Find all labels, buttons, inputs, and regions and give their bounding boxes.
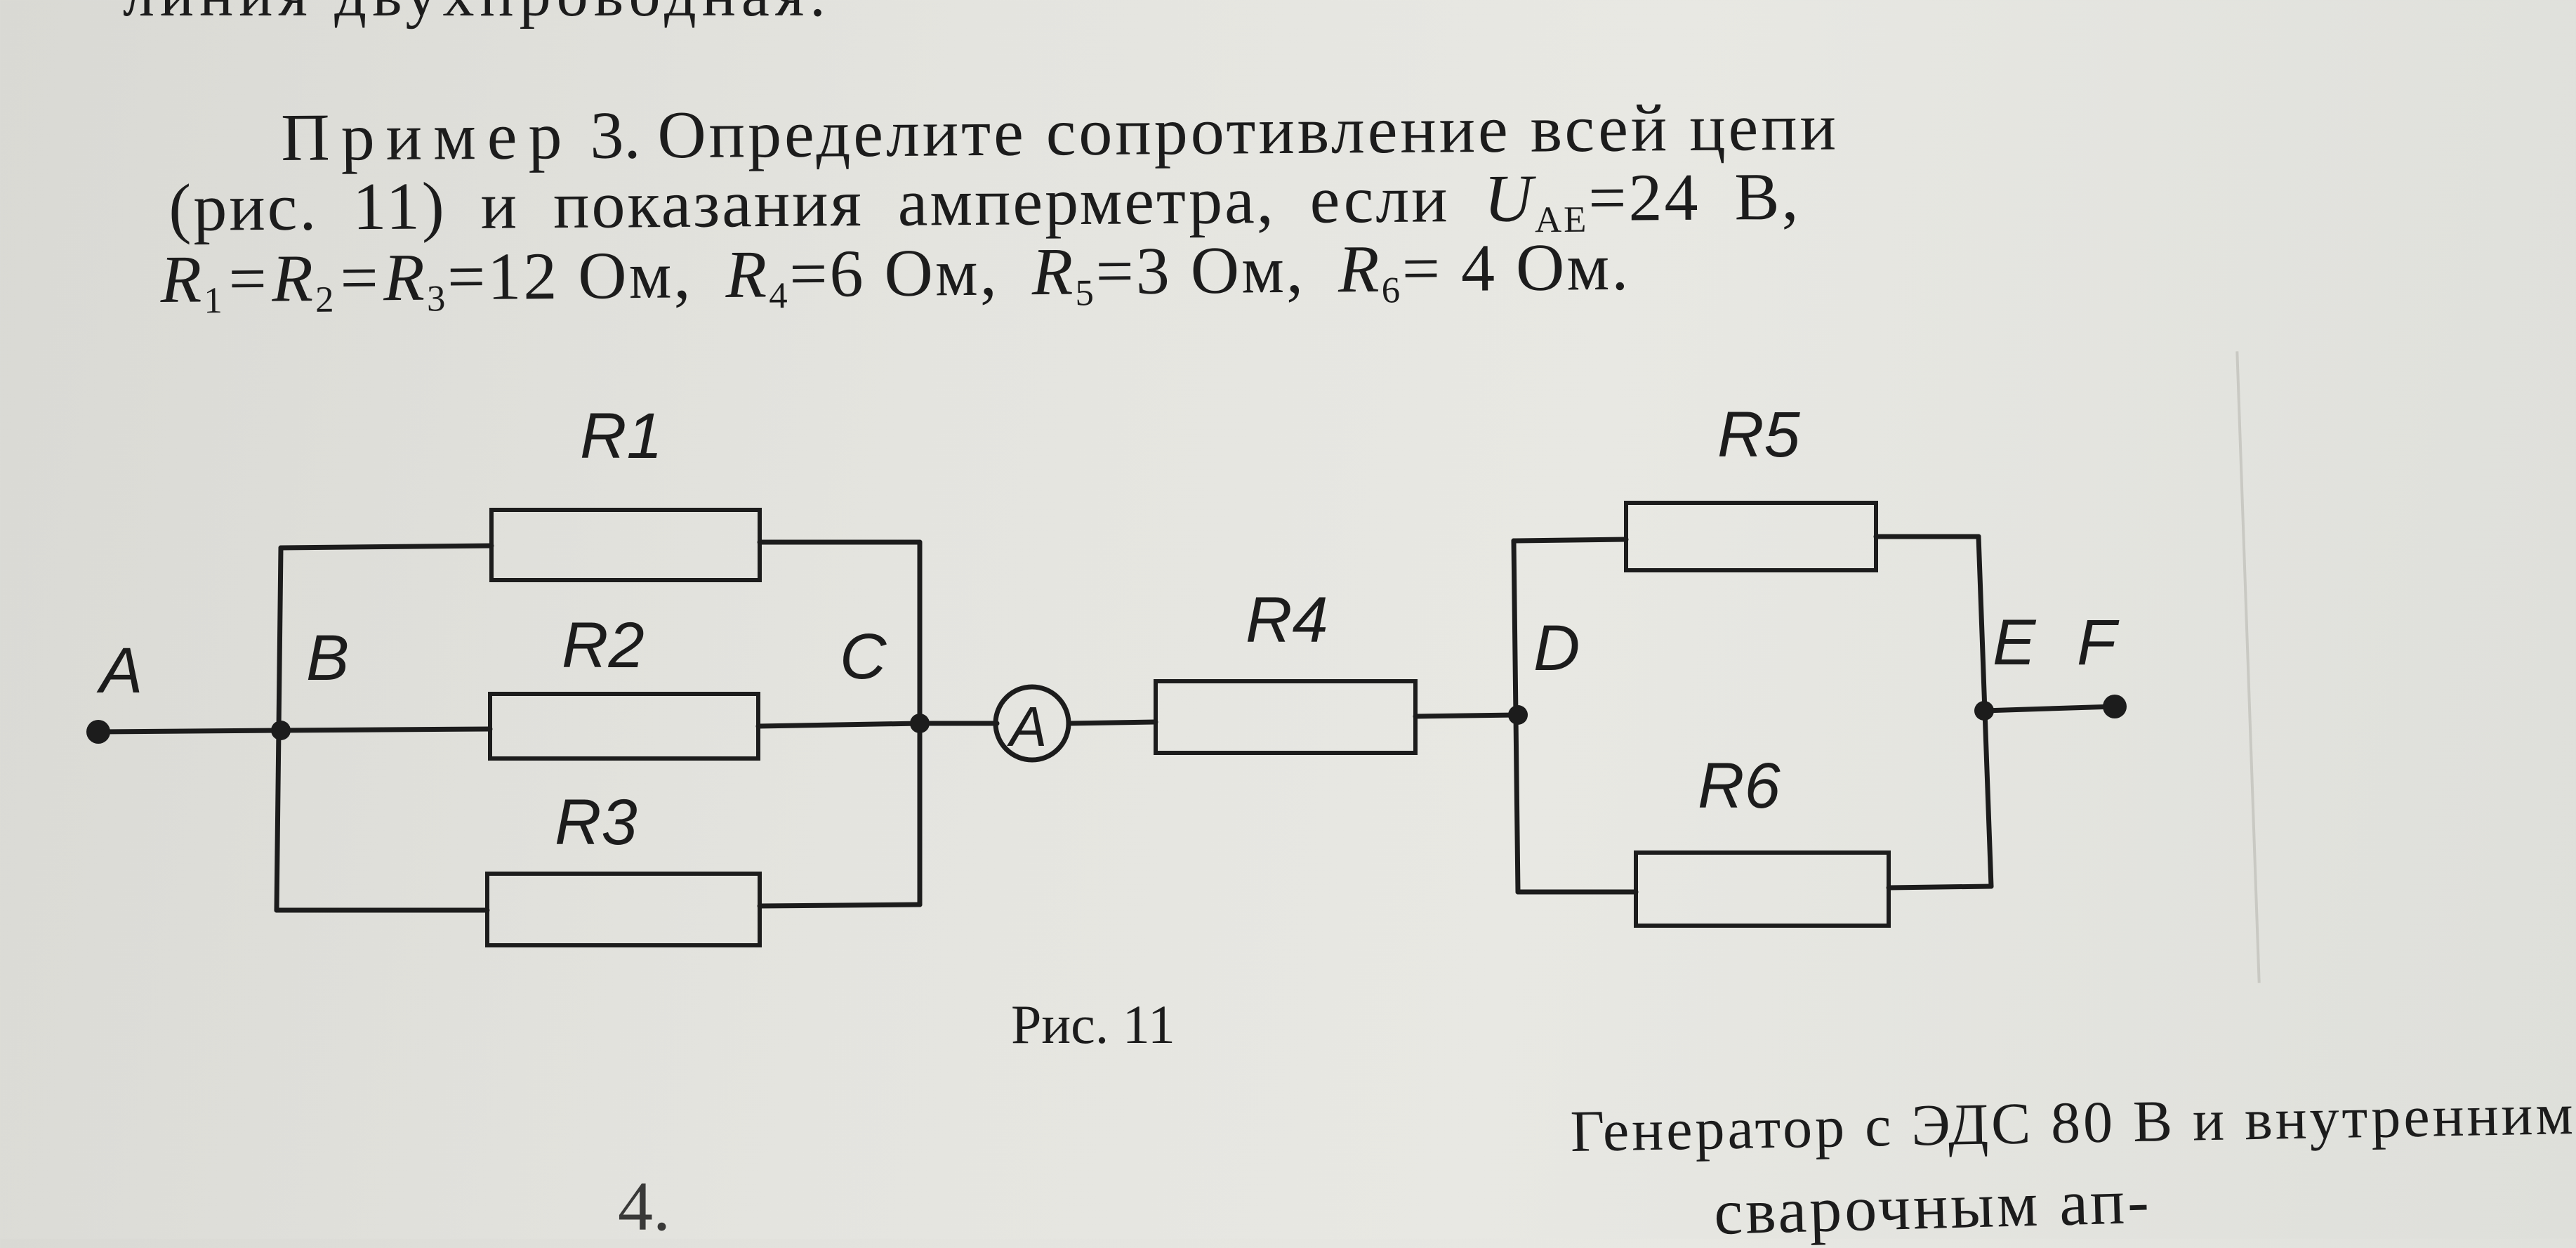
wire-r3-right xyxy=(757,902,923,909)
node-f-dot xyxy=(2103,695,2127,718)
wire-r6-right xyxy=(1886,884,1994,891)
wire-a-b xyxy=(95,728,284,735)
resistor-r6 xyxy=(1634,850,1891,928)
node-label-d: D xyxy=(1533,612,1580,684)
circuit-diagram: A B C D E F R1 R2 R3 R4 R5 R6 A xyxy=(86,399,2127,947)
resistor-r1 xyxy=(489,508,762,582)
ammeter-label: A xyxy=(1007,695,1047,758)
wire-ammeter-r4 xyxy=(1066,719,1158,726)
resistor-label-r4: R4 xyxy=(1246,584,1328,656)
footer-line-2-start: 4. xyxy=(618,1167,671,1245)
node-label-a: A xyxy=(96,635,143,707)
node-a-dot xyxy=(86,720,110,744)
resistor-r5 xyxy=(1624,501,1878,572)
wire-r2-right xyxy=(755,721,923,729)
wire-r1-left xyxy=(278,543,494,551)
wire-r2-left xyxy=(278,726,493,733)
wire-r5-left xyxy=(1511,537,1629,544)
footer-line-1: Генератор с ЭДС 80 В и внутренним xyxy=(1569,1082,2576,1164)
resistor-label-r1: R1 xyxy=(580,400,663,472)
resistor-label-r5: R5 xyxy=(1717,399,1800,471)
wire-r4-d xyxy=(1413,712,1522,719)
footer-line-2-end: сварочным ап- xyxy=(1712,1164,2153,1248)
resistor-r2 xyxy=(488,692,760,761)
node-label-e: E xyxy=(1993,607,2037,678)
wire-e-f xyxy=(1981,704,2118,714)
node-label-c: C xyxy=(840,621,887,692)
resistor-label-r2: R2 xyxy=(562,610,645,681)
node-b-dot xyxy=(271,721,291,740)
node-label-b: B xyxy=(306,622,349,694)
node-label-f: F xyxy=(2077,607,2120,678)
header-fragment: линия двухпроводная. xyxy=(123,0,831,27)
resistor-r3 xyxy=(485,872,762,947)
node-e-dot xyxy=(1974,701,1994,721)
resistor-label-r3: R3 xyxy=(555,787,638,858)
resistor-r4 xyxy=(1154,679,1418,755)
node-d-dot xyxy=(1508,705,1528,725)
node-c-dot xyxy=(910,714,930,733)
resistor-label-r6: R6 xyxy=(1698,750,1781,822)
figure-caption: Рис. 11 xyxy=(1011,994,1175,1055)
